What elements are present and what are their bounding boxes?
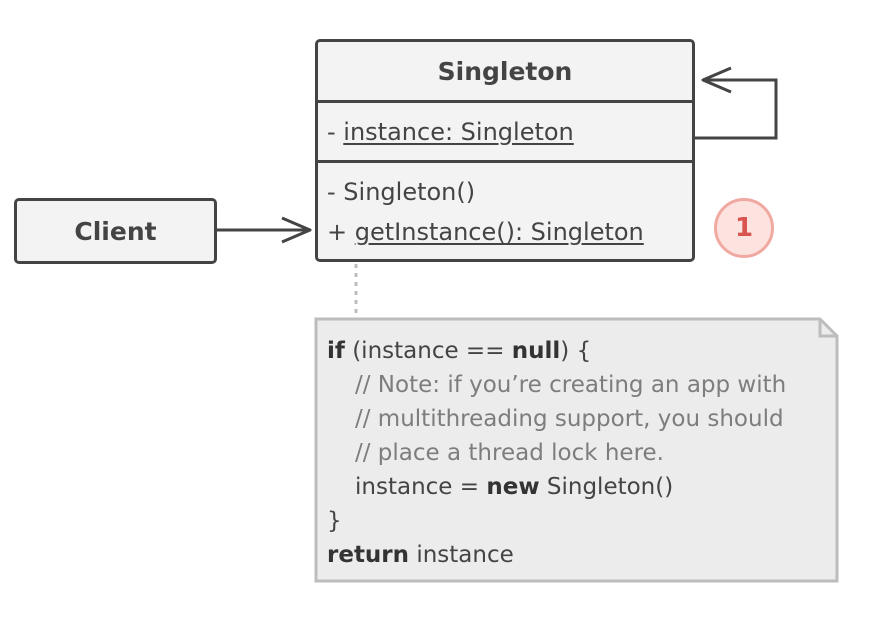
singleton-methods: - Singleton() + getInstance(): Singleton <box>318 163 692 252</box>
method-constructor: - Singleton() <box>327 172 692 212</box>
singleton-class-name: Singleton <box>318 42 692 103</box>
code-text: (instance == <box>344 338 512 364</box>
client-dependency-arrowhead <box>281 216 312 244</box>
client-class-box: Client <box>14 198 217 264</box>
pseudocode-note: if (instance == null) { // Note: if you’… <box>327 334 827 572</box>
code-line: return instance <box>327 538 827 572</box>
note-fold <box>818 319 837 338</box>
code-text: instance <box>409 542 514 568</box>
step-number: 1 <box>734 213 754 243</box>
method-visibility: - <box>327 178 344 206</box>
code-text: Singleton() <box>539 474 674 500</box>
method-name: getInstance(): Singleton <box>354 218 644 246</box>
code-comment: // Note: if you’re creating an app with <box>355 372 787 398</box>
code-keyword: new <box>486 474 540 500</box>
code-keyword: if <box>327 338 345 364</box>
code-keyword: return <box>327 542 410 568</box>
method-name: Singleton() <box>343 178 476 206</box>
note-shape <box>314 317 839 583</box>
code-text: instance = <box>355 474 487 500</box>
field-visibility: - <box>327 117 344 146</box>
code-keyword: null <box>511 338 561 364</box>
code-comment: // place a thread lock here. <box>355 440 664 466</box>
self-reference-arrowhead <box>701 66 732 94</box>
code-line: instance = new Singleton() <box>327 470 827 504</box>
method-visibility: + <box>327 218 355 246</box>
field-instance: instance: Singleton <box>343 117 574 146</box>
client-class-name: Client <box>74 216 157 246</box>
code-text: ) { <box>560 338 592 364</box>
singleton-fields: - instance: Singleton <box>318 103 692 163</box>
step-number-badge: 1 <box>714 198 774 258</box>
self-reference-arrow <box>695 78 778 140</box>
singleton-class-box: Singleton - instance: Singleton - Single… <box>315 39 695 262</box>
method-get-instance: + getInstance(): Singleton <box>327 212 692 252</box>
code-comment: // multithreading support, you should <box>355 406 784 432</box>
code-line: } <box>327 508 342 534</box>
code-line: if (instance == null) { <box>327 334 827 368</box>
